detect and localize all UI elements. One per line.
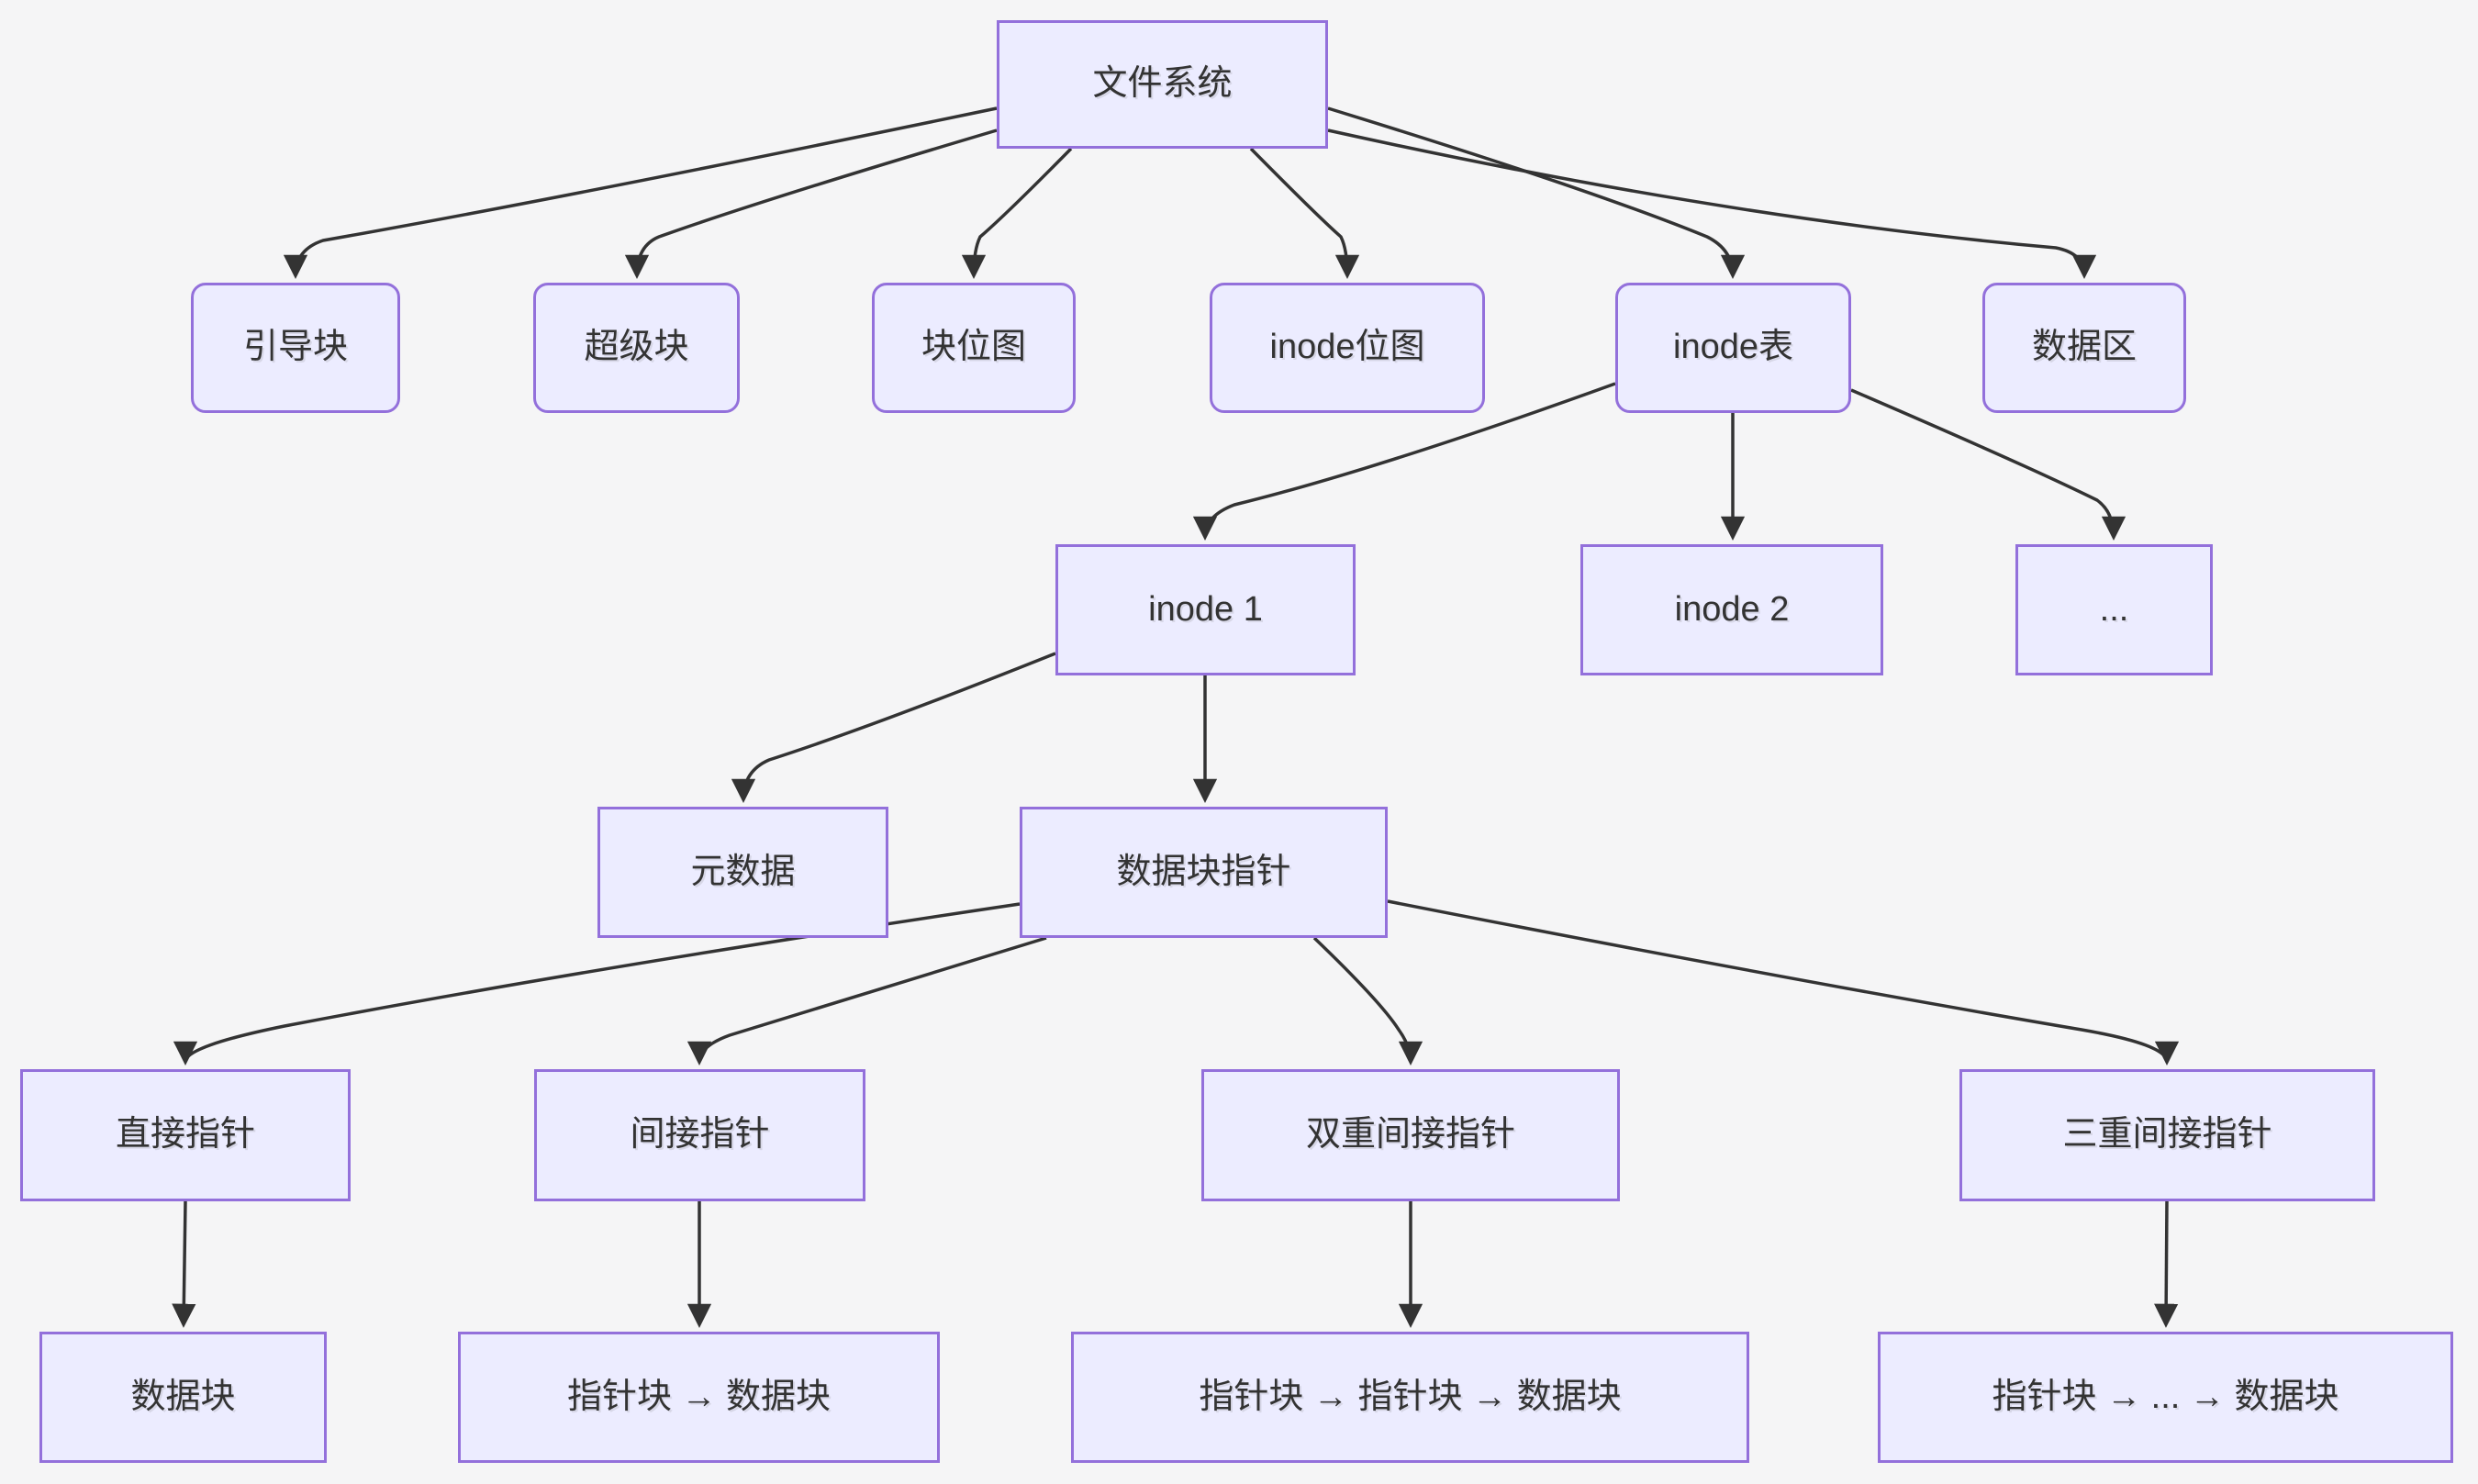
edge-inode1-metadata (731, 652, 1056, 803)
node-ptr-dots-data-label: 指针块 → ... → 数据块 (1992, 1377, 2339, 1416)
node-filesystem-label: 文件系统 (1092, 64, 1233, 104)
edge-inode-table-inode-more (1850, 388, 2126, 541)
node-direct-pointer: 直接指针 (20, 1069, 351, 1201)
node-super-block-label: 超级块 (584, 328, 689, 367)
node-data-block-pointers: 数据块指针 (1020, 807, 1388, 938)
node-data-area-label: 数据区 (2031, 328, 2137, 367)
node-inode-more-label: ... (2099, 589, 2129, 629)
node-direct-pointer-label: 直接指针 (115, 1115, 255, 1155)
edge-dbp-indirect-pointer (686, 936, 1047, 1066)
node-inode1: inode 1 (1055, 544, 1356, 675)
node-inode-more: ... (2015, 544, 2213, 675)
node-inode-table-label: inode表 (1673, 328, 1793, 367)
edge-triple-ptr-dots-data (2154, 1200, 2179, 1328)
node-inode2: inode 2 (1580, 544, 1883, 675)
node-boot-block-label: 引导块 (242, 328, 348, 367)
node-metadata-label: 元数据 (690, 852, 796, 891)
node-boot-block: 引导块 (191, 283, 400, 413)
node-filesystem: 文件系统 (997, 20, 1328, 149)
edge-direct-data-block (172, 1200, 196, 1328)
node-indirect-pointer: 间接指针 (534, 1069, 865, 1201)
node-inode2-label: inode 2 (1674, 589, 1790, 629)
node-indirect-pointer-label: 间接指针 (630, 1115, 770, 1155)
node-triple-indirect-pointer: 三重间接指针 (1959, 1069, 2375, 1201)
edge-filesystem-data-area (1327, 128, 2097, 279)
node-inode-bitmap: inode位图 (1210, 283, 1485, 413)
node-data-block-label: 数据块 (130, 1377, 236, 1416)
edge-inode-table-inode1 (1192, 382, 1616, 541)
node-triple-indirect-pointer-label: 三重间接指针 (2062, 1115, 2272, 1155)
node-metadata: 元数据 (597, 807, 888, 938)
node-data-area: 数据区 (1982, 283, 2186, 413)
node-inode-table: inode表 (1615, 283, 1851, 413)
node-ptr-data: 指针块 → 数据块 (458, 1332, 940, 1463)
node-inode-bitmap-label: inode位图 (1269, 328, 1425, 367)
node-ptr-data-label: 指针块 → 数据块 (566, 1377, 832, 1416)
edge-filesystem-block-bitmap (961, 147, 1073, 279)
node-double-indirect-pointer: 双重间接指针 (1201, 1069, 1620, 1201)
node-block-bitmap: 块位图 (872, 283, 1076, 413)
edge-filesystem-inode-bitmap (1249, 147, 1360, 279)
edge-filesystem-inode-table (1327, 106, 1746, 279)
node-data-block: 数据块 (39, 1332, 327, 1463)
node-ptr-ptr-data-label: 指针块 → 指针块 → 数据块 (1199, 1377, 1622, 1416)
node-ptr-dots-data: 指针块 → ... → 数据块 (1878, 1332, 2453, 1463)
node-double-indirect-pointer-label: 双重间接指针 (1305, 1115, 1515, 1155)
edge-dbp-triple-indirect (1387, 899, 2180, 1066)
node-block-bitmap-label: 块位图 (921, 328, 1026, 367)
edge-filesystem-boot-block (283, 106, 998, 279)
node-inode1-label: inode 1 (1148, 589, 1263, 629)
edge-dbp-double-indirect (1312, 936, 1423, 1066)
edge-filesystem-super-block (624, 128, 998, 279)
node-data-block-pointers-label: 数据块指针 (1116, 852, 1291, 891)
node-super-block: 超级块 (533, 283, 740, 413)
node-ptr-ptr-data: 指针块 → 指针块 → 数据块 (1071, 1332, 1749, 1463)
